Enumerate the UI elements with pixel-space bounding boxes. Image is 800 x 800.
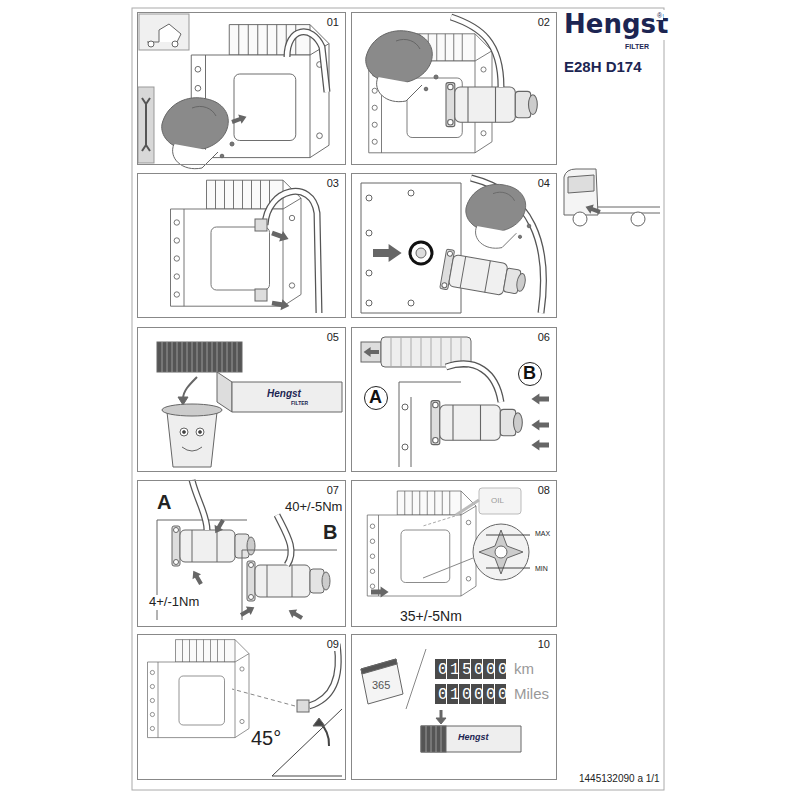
variant-letter: B: [322, 521, 338, 544]
step-number: 07: [326, 484, 340, 497]
brand-text: Hengst: [266, 388, 302, 400]
step-drawing: [361, 649, 521, 752]
step-drawing: [361, 337, 549, 467]
document-number: 1445132090 a 1/1: [578, 773, 661, 785]
brand-text: Hengst: [457, 732, 490, 742]
step-panel: 07A 40+/-5NmB 4+/-1Nm: [137, 480, 346, 627]
level-mark: MIN: [534, 565, 549, 573]
step-number: 10: [537, 638, 551, 651]
letter-circle: A: [364, 386, 388, 410]
angle-value: 45°: [250, 727, 282, 750]
variant-letter: A: [156, 491, 172, 514]
unit-text: Miles: [513, 685, 550, 702]
step-drawing: [157, 342, 342, 467]
step-panel: 08OIL MAX MIN 35+/-5Nm: [351, 480, 557, 627]
step-number: 04: [537, 177, 551, 190]
brand-text: FILTER: [290, 401, 309, 407]
torque-value: 35+/-5Nm: [399, 608, 463, 624]
step-drawing: [366, 17, 538, 153]
letter-circle: B: [518, 362, 542, 386]
odometer-digits: 010000: [437, 686, 511, 704]
step-panel: 03: [137, 173, 346, 318]
step-panel: 04: [351, 173, 557, 318]
callout-letter: B: [523, 364, 536, 384]
torque-value: 40+/-5Nm: [284, 500, 343, 515]
callout-letter: A: [369, 388, 382, 408]
truck-icon: [564, 169, 660, 226]
step-panel: 09 45°: [137, 634, 346, 780]
step-number: 02: [537, 16, 551, 29]
step-number: 01: [326, 16, 340, 29]
step-panel: 02: [351, 12, 557, 165]
torque-value: 4+/-1Nm: [148, 595, 200, 610]
step-panel: 01: [137, 12, 346, 165]
step-drawing: [148, 640, 343, 776]
step-number: 05: [326, 331, 340, 344]
step-panel: 10 365 015000km010000MilesHengst: [351, 634, 557, 780]
step-number: 03: [326, 177, 340, 190]
step-drawing: [361, 178, 543, 313]
step-number: 08: [537, 484, 551, 497]
days-value: 365: [371, 679, 391, 692]
step-number: 06: [537, 331, 551, 344]
step-drawing: [367, 488, 530, 598]
step-panel: 06A B: [351, 327, 557, 472]
level-mark: MAX: [534, 530, 551, 538]
step-number: 09: [326, 638, 340, 651]
product-code: E28H D174: [563, 58, 643, 75]
brand-subtitle: FILTER: [624, 43, 650, 51]
unit-text: km: [513, 660, 535, 677]
step-panel: 05HengstFILTER: [137, 327, 346, 472]
step-drawing: [138, 14, 329, 169]
step-drawing: [171, 180, 320, 313]
odometer-digits: 015000: [437, 661, 511, 679]
brand-logo: Hengst: [563, 10, 669, 40]
registered-mark: ®: [656, 12, 663, 20]
can-label: OIL: [490, 496, 505, 505]
